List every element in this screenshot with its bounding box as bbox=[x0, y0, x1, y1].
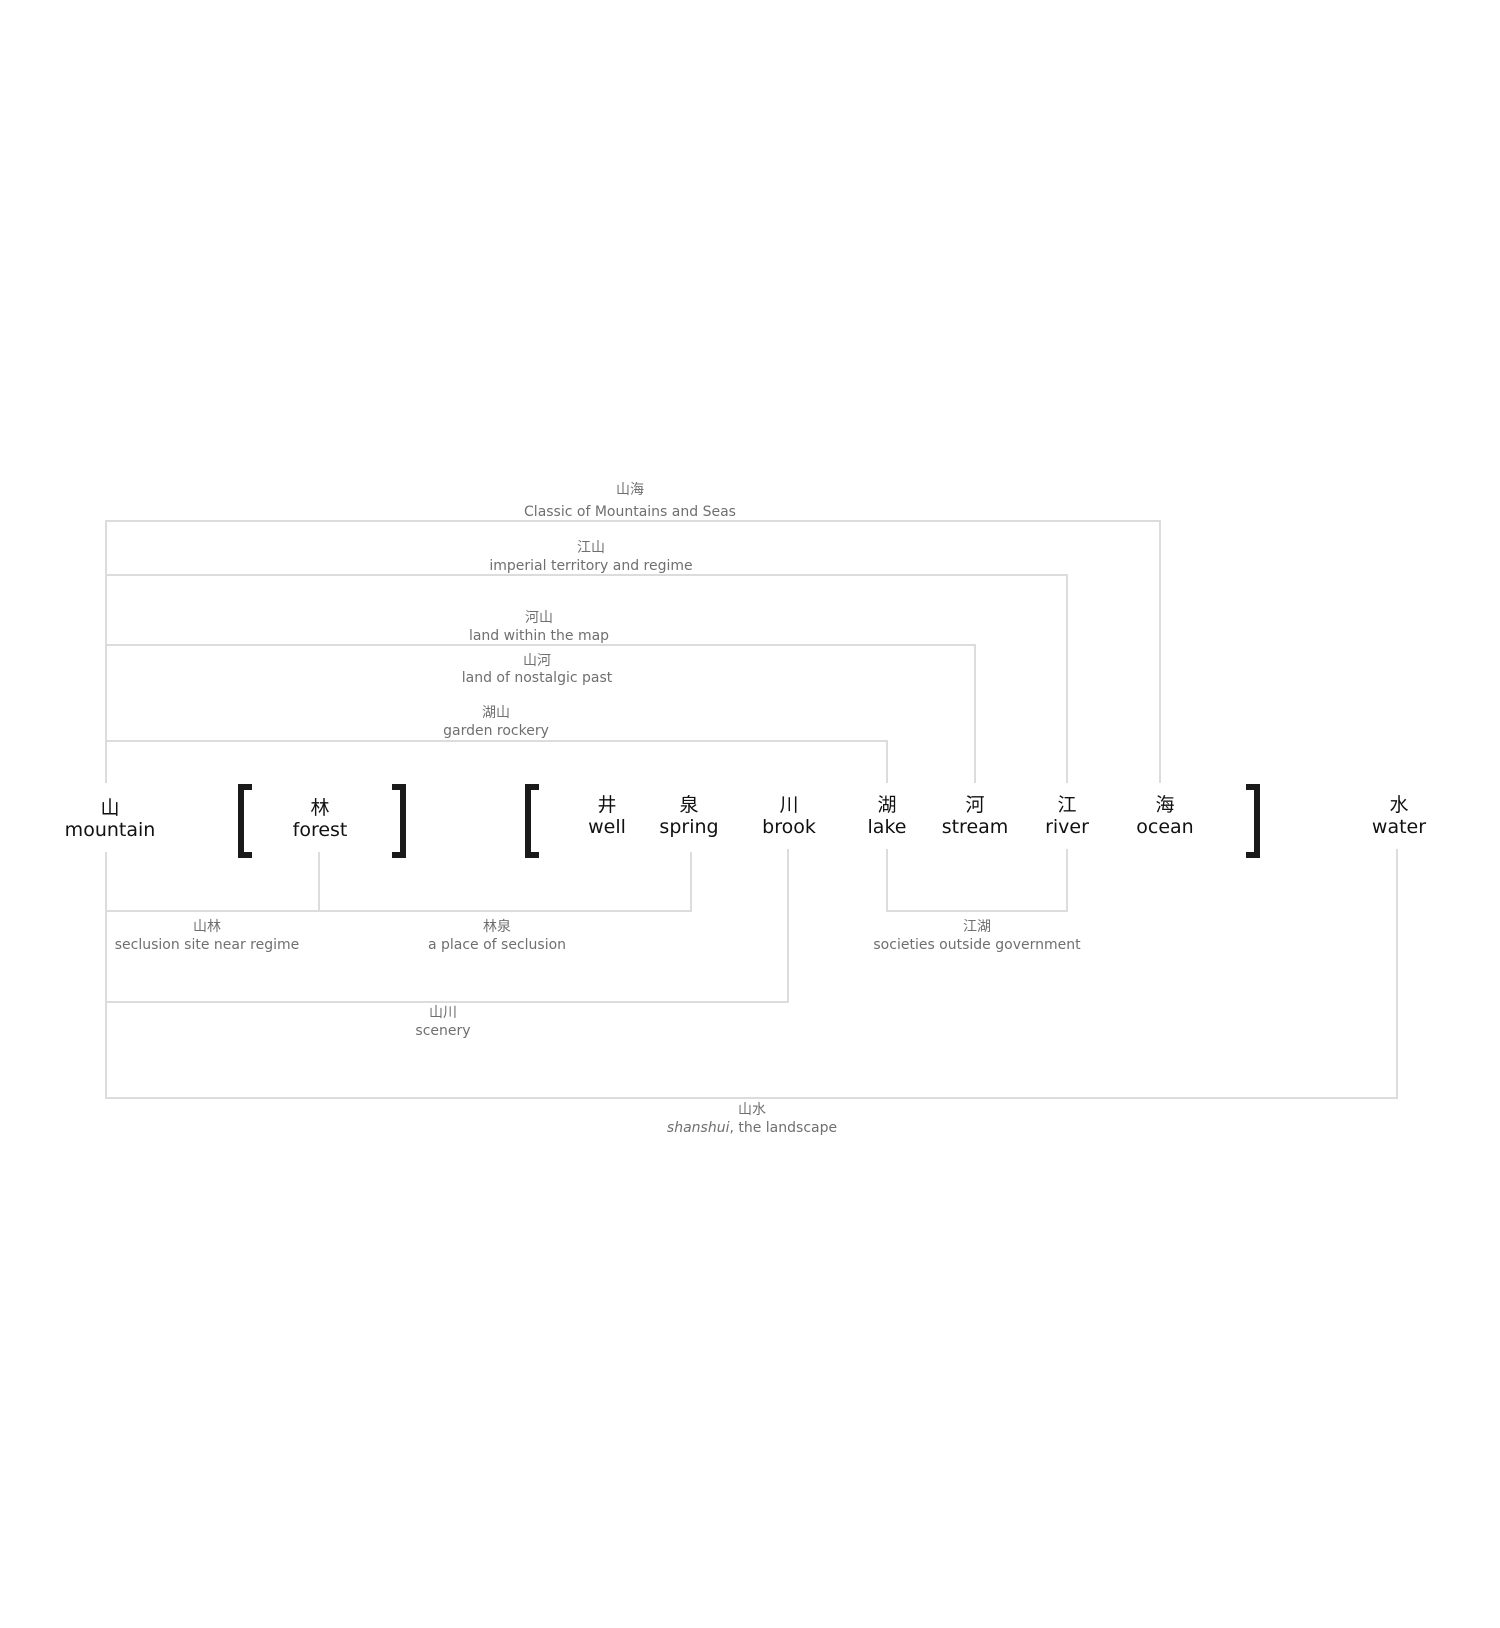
label-hushan-zh: 湖山 bbox=[482, 705, 510, 721]
label-shanchuan-zh: 山川 bbox=[428, 1005, 457, 1021]
bracket-right-forest bbox=[386, 784, 406, 858]
term-well-en: well bbox=[588, 816, 626, 838]
term-spring-zh: 泉 bbox=[679, 794, 699, 816]
term-forest: 林 forest bbox=[293, 797, 348, 841]
term-mountain-en: mountain bbox=[64, 819, 156, 841]
label-shanhai-en: Classic of Mountains and Seas bbox=[524, 504, 736, 520]
label-shanlin: 山林 seclusion site near regime bbox=[115, 918, 300, 954]
term-spring: 泉 spring bbox=[659, 794, 718, 838]
term-lake: 湖 lake bbox=[868, 794, 907, 838]
label-shanhai: 山海 Classic of Mountains and Seas bbox=[524, 481, 736, 521]
term-water-zh: 水 bbox=[1389, 794, 1409, 816]
label-shanlin-en: seclusion site near regime bbox=[114, 937, 300, 953]
label-jiangshan-zh: 江山 bbox=[577, 540, 605, 556]
connector-mountain-forest-spring bbox=[105, 852, 692, 912]
label-shanhai-zh: 山海 bbox=[615, 482, 644, 498]
label-jiangshan-en: imperial territory and regime bbox=[489, 558, 693, 574]
term-well-zh: 井 bbox=[597, 794, 617, 816]
term-forest-zh: 林 bbox=[310, 797, 330, 819]
term-brook: 川 brook bbox=[762, 794, 816, 838]
label-shanhe-en: land of nostalgic past bbox=[461, 670, 613, 686]
label-shanshui-en-italic: shanshui bbox=[666, 1120, 730, 1136]
label-heshan-zh: 河山 bbox=[525, 610, 553, 626]
term-river-en: river bbox=[1045, 816, 1089, 838]
bracket-left-forest bbox=[238, 784, 258, 858]
term-stream: 河 stream bbox=[942, 794, 1009, 838]
term-stream-zh: 河 bbox=[965, 794, 985, 816]
term-well: 井 well bbox=[588, 794, 626, 838]
label-hushan: 湖山 garden rockery bbox=[443, 704, 549, 740]
label-jianghu: 江湖 societies outside government bbox=[873, 918, 1080, 954]
bracket-left-water bbox=[525, 784, 545, 858]
label-linquan-zh: 林泉 bbox=[483, 919, 511, 935]
bracket-right-water bbox=[1240, 784, 1260, 858]
label-jiangshan: 江山 imperial territory and regime bbox=[489, 539, 692, 575]
label-jianghu-zh: 江湖 bbox=[963, 919, 991, 935]
term-ocean-zh: 海 bbox=[1155, 794, 1175, 816]
term-mountain-zh: 山 bbox=[100, 797, 120, 819]
connector-lake-river bbox=[886, 849, 1068, 912]
term-stream-en: stream bbox=[941, 816, 1009, 838]
connector-mountain-stream bbox=[105, 644, 976, 783]
term-river: 江 river bbox=[1045, 794, 1089, 838]
label-linquan-en: a place of seclusion bbox=[427, 937, 567, 953]
term-ocean-en: ocean bbox=[1136, 816, 1194, 838]
term-brook-en: brook bbox=[762, 816, 816, 838]
label-linquan: 林泉 a place of seclusion bbox=[428, 918, 566, 954]
term-lake-en: lake bbox=[867, 816, 907, 838]
term-river-zh: 江 bbox=[1057, 794, 1077, 816]
label-shanhe-zh: 山河 bbox=[523, 653, 551, 669]
term-ocean: 海 ocean bbox=[1136, 794, 1193, 838]
term-spring-en: spring bbox=[659, 816, 719, 838]
label-jianghu-en: societies outside government bbox=[873, 937, 1081, 953]
label-heshan: 河山 land within the map bbox=[469, 609, 609, 645]
label-shanchuan: 山川 scenery bbox=[415, 1004, 470, 1040]
label-shanchuan-en: scenery bbox=[415, 1023, 471, 1039]
term-lake-zh: 湖 bbox=[877, 794, 897, 816]
term-forest-en: forest bbox=[292, 819, 348, 841]
label-heshan-en: land within the map bbox=[468, 628, 610, 644]
label-shanshui: 山水 shanshui, the landscape bbox=[667, 1101, 837, 1137]
label-shanshui-zh: 山水 bbox=[738, 1102, 766, 1118]
label-hushan-en: garden rockery bbox=[443, 723, 549, 739]
label-shanshui-en-rest: , the landscape bbox=[729, 1120, 838, 1136]
connector-mountain-lake bbox=[105, 740, 888, 783]
term-water: 水 water bbox=[1372, 794, 1426, 838]
label-shanshui-en: shanshui, the landscape bbox=[667, 1119, 837, 1137]
label-shanhe: 山河 land of nostalgic past bbox=[462, 653, 613, 687]
label-shanlin-zh: 山林 bbox=[192, 919, 221, 935]
term-brook-zh: 川 bbox=[779, 794, 799, 816]
connector-mountain-brook bbox=[105, 849, 789, 1003]
term-mountain: 山 mountain bbox=[65, 797, 156, 841]
connector-mountain-water bbox=[105, 849, 1398, 1099]
term-water-en: water bbox=[1371, 816, 1427, 838]
